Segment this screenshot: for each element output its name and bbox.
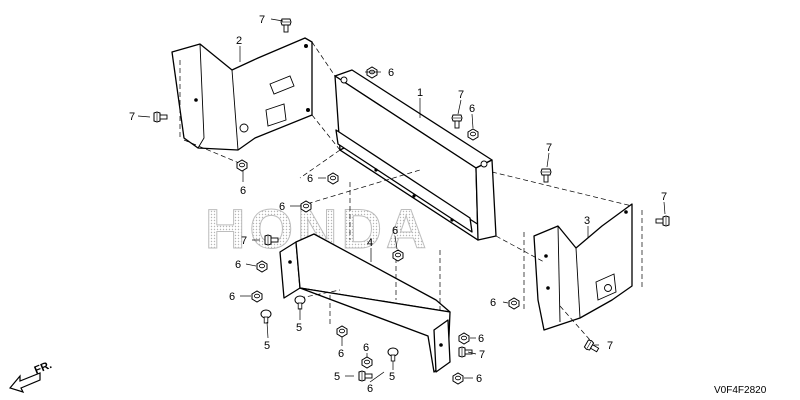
- callout-label: 7: [458, 89, 464, 101]
- callout-label: 2: [236, 35, 242, 47]
- nut-icon: [251, 290, 263, 303]
- bolt-icon: [358, 370, 373, 382]
- callout-label: 6: [476, 373, 482, 385]
- bolt-icon: [458, 346, 473, 358]
- bolt-icon: [583, 338, 601, 355]
- drawing-code: V0F4F2820: [714, 385, 767, 396]
- callout-label: 6: [338, 348, 344, 360]
- bolt-icon: [540, 168, 552, 183]
- part-1-bracket: [334, 69, 497, 241]
- leader-lines: [137, 18, 666, 383]
- bolt-icon: [153, 111, 168, 123]
- callout-label: 6: [490, 297, 496, 309]
- callout-label: 7: [259, 14, 265, 26]
- callout-labels: 7 2 6 1 7 6 7 7 6 6 6 7 3 4 6 7 6 6 5 5 …: [129, 14, 667, 395]
- clip-icon: [387, 347, 399, 362]
- callout-label: 6: [229, 291, 235, 303]
- nut-icon: [300, 200, 312, 213]
- callout-label: 6: [240, 185, 246, 197]
- nut-icon: [452, 372, 464, 385]
- callout-label: 6: [363, 342, 369, 354]
- nut-icon: [458, 332, 470, 345]
- callout-label: 7: [607, 340, 613, 352]
- clip-icon: [294, 295, 306, 310]
- nut-icon: [392, 249, 404, 262]
- part-3-right-cover: [533, 203, 633, 331]
- clip-icon: [260, 309, 272, 324]
- front-direction-indicator: FR.: [8, 359, 54, 393]
- nut-icon: [256, 260, 268, 273]
- callout-label: 6: [392, 225, 398, 237]
- nut-icon: [366, 66, 378, 79]
- callout-label: 6: [469, 103, 475, 115]
- bolt-icon: [451, 114, 463, 129]
- callout-label: 7: [241, 235, 247, 247]
- callout-label: 4: [367, 237, 373, 249]
- callout-label: 1: [417, 87, 423, 99]
- callout-label: 5: [389, 371, 395, 383]
- part-4-bottom-plate: [279, 233, 451, 373]
- nut-icon: [467, 128, 479, 141]
- callout-label: 6: [307, 173, 313, 185]
- watermark-text: HONDA: [205, 197, 430, 260]
- callout-label: 7: [129, 111, 135, 123]
- front-arrow-icon: [8, 372, 41, 393]
- callout-label: 6: [279, 201, 285, 213]
- callout-label: 6: [367, 383, 373, 395]
- nut-icon: [361, 356, 373, 369]
- callout-label: 3: [584, 215, 590, 227]
- callout-label: 5: [296, 322, 302, 334]
- assembly-dashed-lines: [179, 41, 643, 341]
- front-label: FR.: [33, 359, 54, 377]
- bolt-icon: [655, 215, 670, 227]
- nut-icon: [327, 172, 339, 185]
- callout-label: 6: [235, 259, 241, 271]
- callout-label: 7: [546, 142, 552, 154]
- callout-label: 6: [478, 333, 484, 345]
- callout-label: 7: [479, 349, 485, 361]
- callout-label: 7: [661, 191, 667, 203]
- callout-label: 5: [334, 371, 340, 383]
- part-2-left-cover: [171, 37, 313, 151]
- nut-icon: [336, 325, 348, 338]
- nut-icon: [508, 297, 520, 310]
- callout-label: 6: [388, 67, 394, 79]
- callout-label: 5: [264, 340, 270, 352]
- nut-icon: [236, 159, 248, 172]
